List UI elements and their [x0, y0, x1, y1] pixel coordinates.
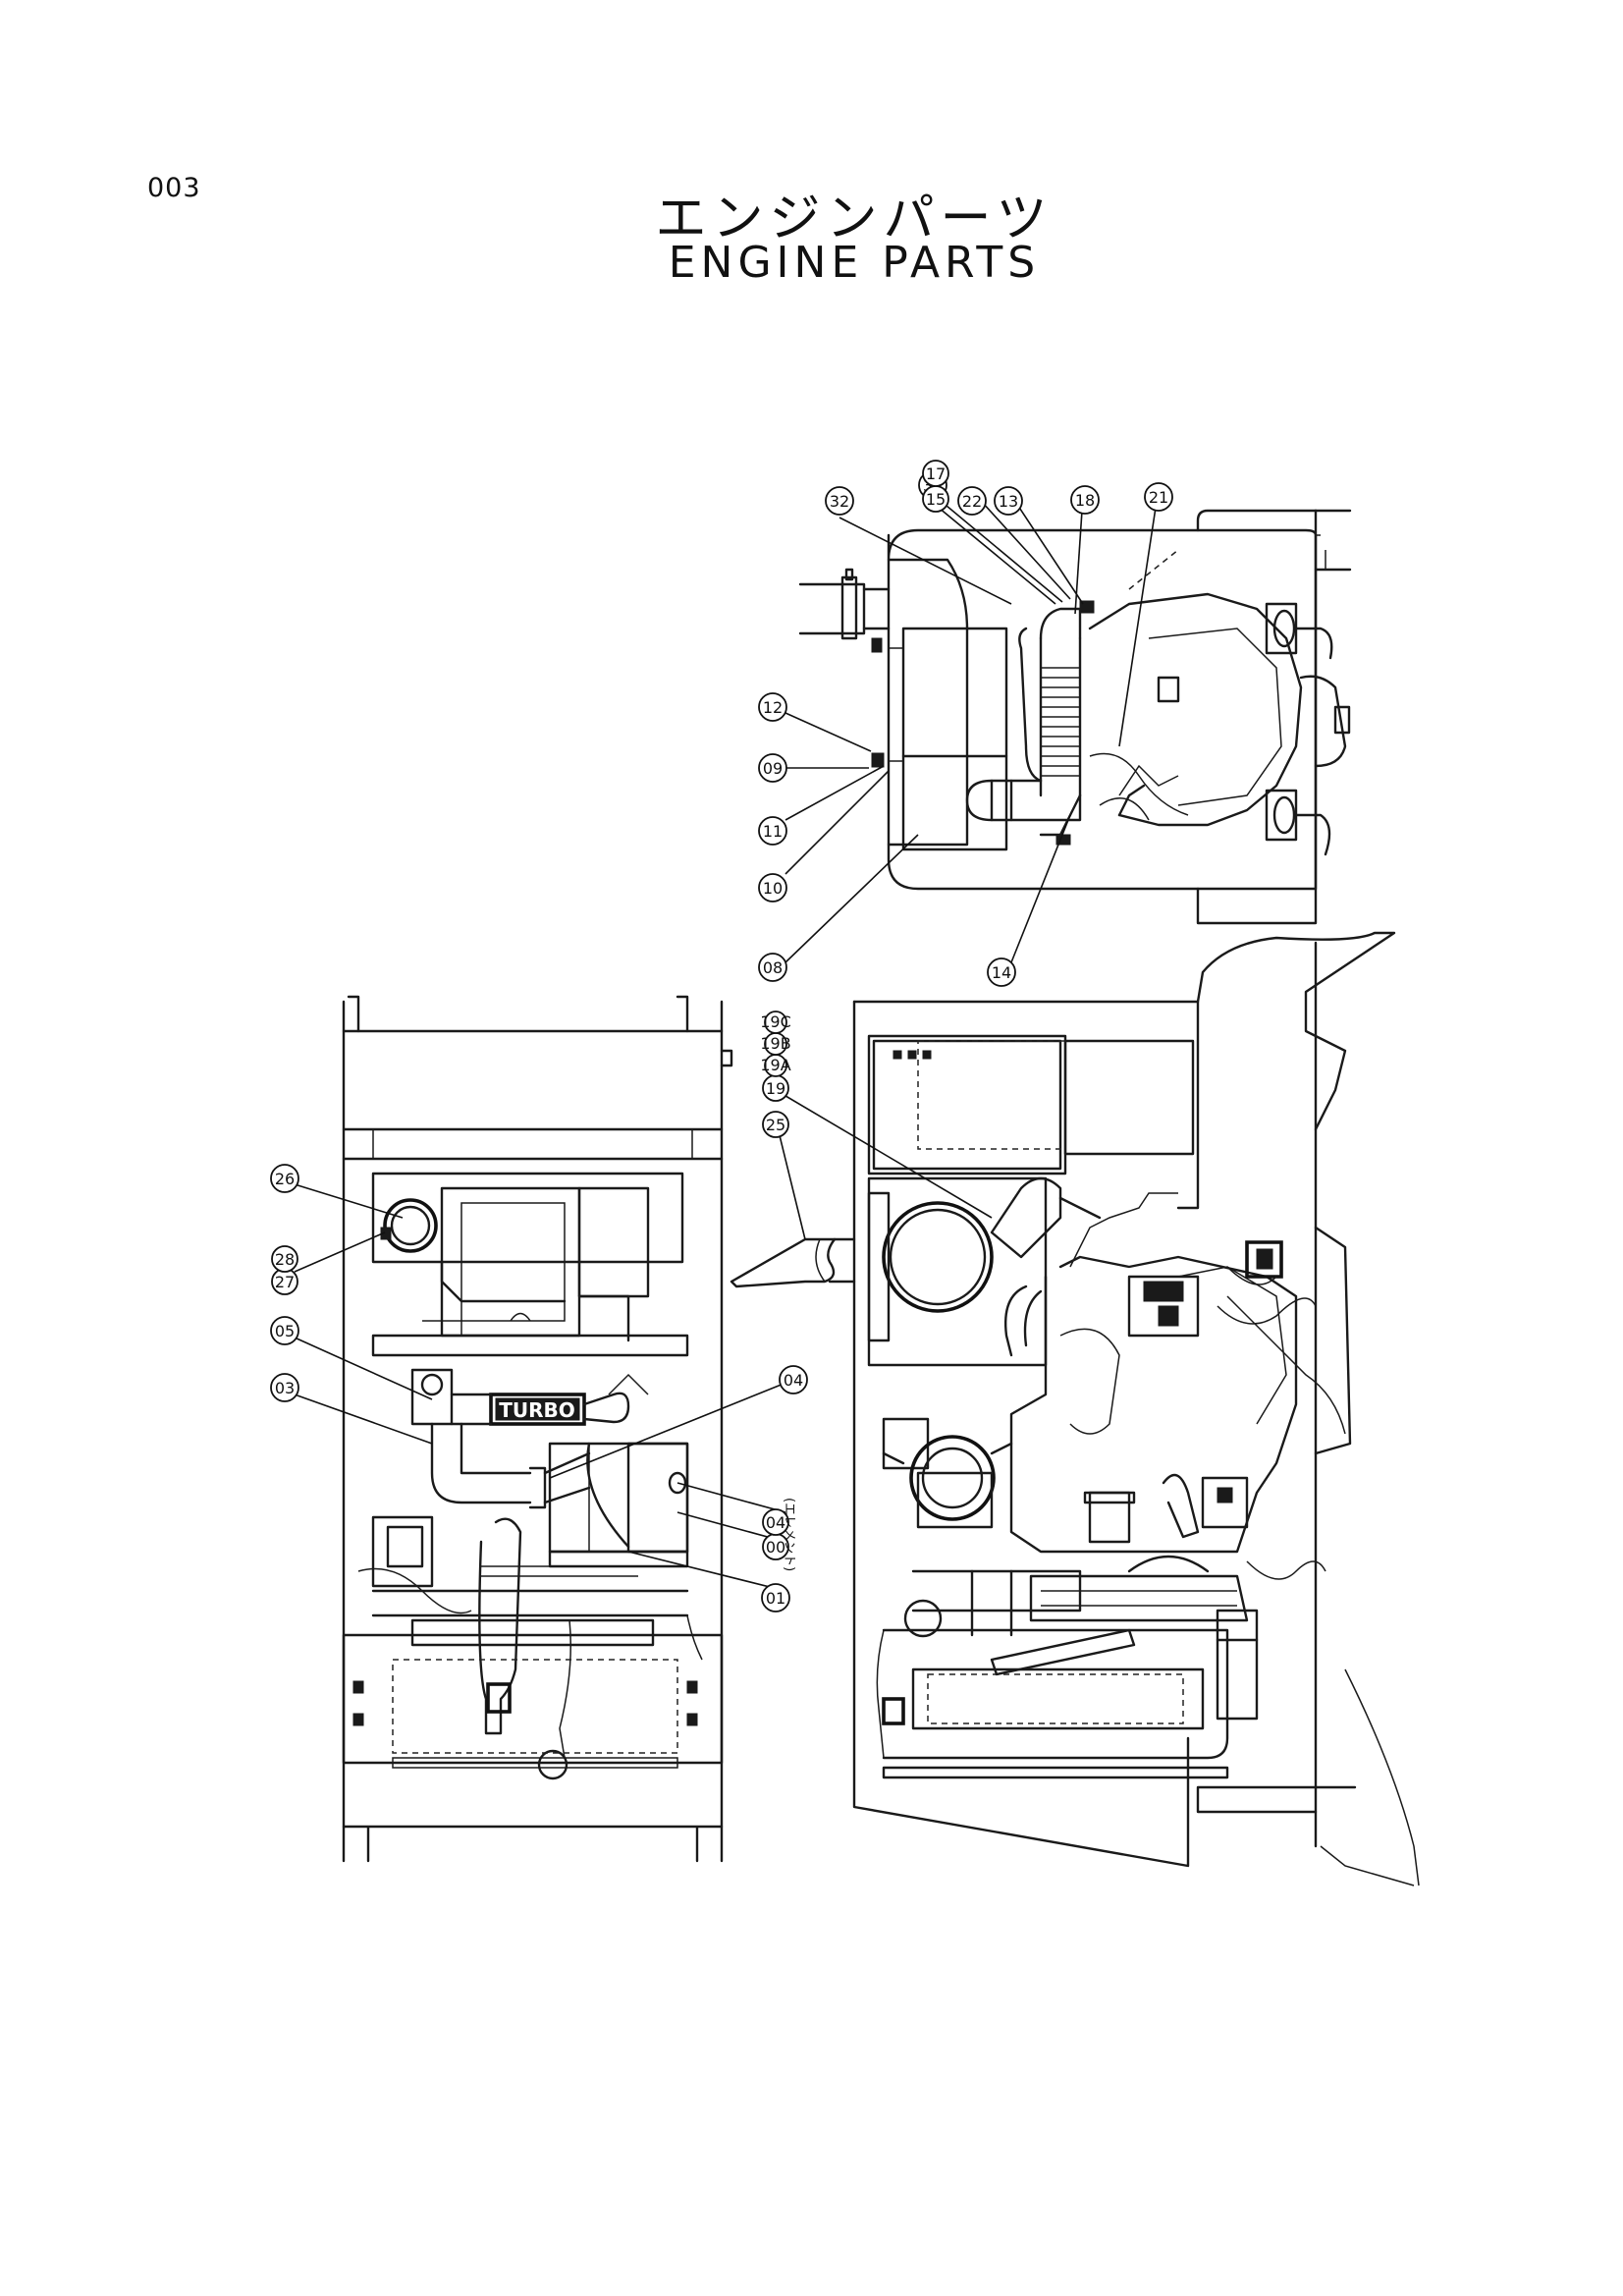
svg-text:13: 13 [999, 492, 1018, 511]
callouts-front-view: 26 27 28 05 03 04 00 04 01 (エレメント) [270, 1164, 808, 1613]
callout-04-element: 04 [762, 1508, 789, 1536]
callout-04: 04 [779, 1365, 808, 1394]
svg-text:19: 19 [766, 1079, 785, 1098]
svg-text:15: 15 [926, 490, 946, 509]
page-title: ENGINE PARTS [668, 238, 1041, 288]
svg-text:12: 12 [763, 698, 783, 717]
front-view-drawing: TURBO [342, 995, 733, 1863]
svg-text:21: 21 [1149, 488, 1168, 507]
callout-19: 19 [762, 1074, 789, 1102]
callout-21: 21 [1144, 482, 1173, 512]
callout-22: 22 [957, 486, 987, 516]
section-arrow [730, 1237, 856, 1288]
svg-text:19B: 19B [760, 1034, 790, 1053]
callout-26: 26 [270, 1164, 299, 1193]
callout-08: 08 [758, 953, 787, 982]
top-view-drawing [798, 509, 1352, 925]
svg-text:00: 00 [766, 1538, 785, 1557]
callout-13: 13 [994, 486, 1023, 516]
svg-text:26: 26 [275, 1170, 295, 1188]
svg-text:28: 28 [275, 1250, 295, 1269]
svg-text:17: 17 [926, 465, 946, 483]
svg-text:09: 09 [763, 759, 783, 778]
callout-19b: 19B [760, 1032, 791, 1056]
side-view-drawing [852, 931, 1420, 1886]
svg-text:11: 11 [763, 822, 783, 841]
page-number: 003 [147, 173, 201, 203]
turbo-label: TURBO [499, 1398, 575, 1422]
callout-12: 12 [758, 692, 787, 722]
svg-text:19A: 19A [760, 1056, 790, 1074]
callout-15: 15 [922, 485, 949, 513]
svg-text:05: 05 [275, 1322, 295, 1340]
svg-text:01: 01 [766, 1589, 785, 1608]
callout-14: 14 [987, 957, 1016, 987]
callout-25: 25 [762, 1111, 789, 1138]
svg-text:27: 27 [275, 1273, 295, 1291]
svg-text:08: 08 [763, 958, 783, 977]
svg-text:32: 32 [830, 492, 849, 511]
callout-09: 09 [758, 753, 787, 783]
callout-32: 32 [825, 486, 854, 516]
callout-19a: 19A [760, 1054, 791, 1077]
callouts-top-view: 32 31 15 17 22 13 18 21 12 09 11 10 08 1… [758, 460, 1173, 987]
svg-text:14: 14 [992, 963, 1011, 982]
svg-text:03: 03 [275, 1379, 295, 1397]
callout-03: 03 [270, 1373, 299, 1402]
svg-text:25: 25 [766, 1116, 785, 1134]
callout-10: 10 [758, 873, 787, 902]
page-title-japanese: エンジンパーツ [655, 190, 1054, 248]
callout-28: 28 [271, 1245, 298, 1273]
svg-text:22: 22 [962, 492, 982, 511]
callout-01: 01 [761, 1583, 790, 1613]
callout-11: 11 [758, 816, 787, 846]
svg-text:18: 18 [1075, 491, 1095, 510]
callout-17: 17 [922, 460, 949, 487]
callout-18: 18 [1070, 485, 1100, 515]
svg-text:10: 10 [763, 879, 783, 898]
callout-19c: 19C [760, 1011, 791, 1034]
svg-text:04: 04 [766, 1513, 785, 1532]
svg-text:19C: 19C [760, 1012, 791, 1031]
element-note: (エレメント) [782, 1498, 796, 1571]
callouts-side-view: 19 19A 19B 19C 25 [760, 1011, 993, 1240]
callout-05: 05 [270, 1316, 299, 1345]
svg-text:04: 04 [784, 1371, 803, 1390]
callout-00: 00 [762, 1533, 789, 1560]
callout-27: 27 [271, 1268, 298, 1295]
